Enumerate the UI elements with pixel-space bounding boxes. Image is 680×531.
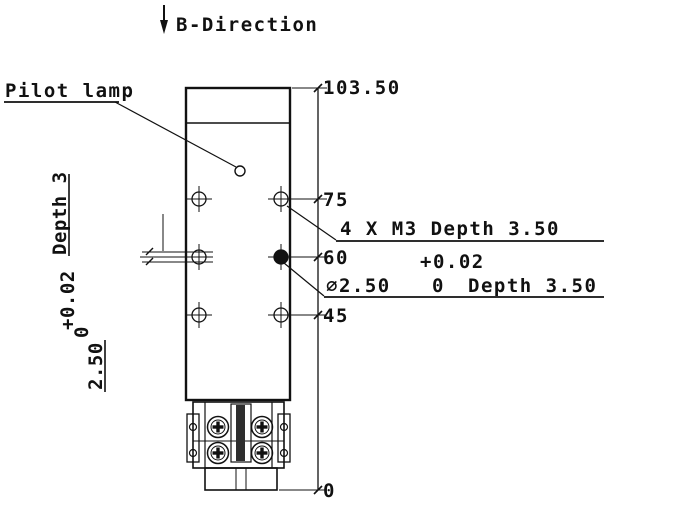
- pilot-lamp-callout: Pilot lamp: [4, 80, 246, 177]
- tick-45: [313, 310, 323, 320]
- side-pin-bottom-left: [188, 448, 198, 458]
- b-direction-label: B-Direction: [176, 14, 318, 36]
- pin-note-tol-plus: +0.02: [420, 251, 485, 273]
- pilot-lamp-leader: [114, 101, 237, 168]
- pilot-lamp-label: Pilot lamp: [5, 80, 134, 102]
- right-dimension-chain: 103.50 75 60 45 0: [279, 77, 401, 502]
- slot-dim-tick-lower: [145, 257, 154, 266]
- hole-top-left: [186, 186, 212, 212]
- pin-note-depth: Depth 3.50: [468, 275, 597, 297]
- m3-note-leader: [286, 205, 337, 241]
- left-depth-label: Depth 3: [49, 171, 71, 255]
- left-dimension-notes: Depth 3 +0.02 0 2.50: [49, 171, 213, 392]
- side-pin-top-left: [188, 422, 198, 432]
- hole-mid-left: [140, 244, 213, 270]
- left-tol-plus-label: +0.02: [57, 270, 79, 330]
- pin-note-diameter: ∅2.50: [326, 275, 391, 297]
- tick-75: [313, 194, 323, 204]
- dim-overall-label: 103.50: [323, 77, 401, 99]
- left-tol-zero-label: 0: [71, 326, 93, 338]
- b-direction-indicator: B-Direction: [160, 5, 318, 36]
- dim-75-label: 75: [323, 189, 349, 211]
- pilot-lamp-hole: [234, 165, 246, 177]
- side-pin-top-right: [279, 422, 289, 432]
- dim-45-label: 45: [323, 305, 349, 327]
- part-body: [184, 86, 292, 402]
- left-dim-250-label: 2.50: [85, 342, 107, 390]
- dim-60-label: 60: [323, 247, 349, 269]
- screw-top-left: [206, 415, 230, 439]
- side-pin-bottom-right: [279, 448, 289, 458]
- tick-60: [313, 252, 323, 262]
- m3-note-label: 4 X M3 Depth 3.50: [340, 218, 560, 240]
- m3-hole-note: 4 X M3 Depth 3.50: [286, 205, 604, 242]
- hole-bottom-left: [186, 302, 212, 328]
- screw-bottom-left: [206, 441, 230, 465]
- mounting-holes: [140, 186, 327, 328]
- pin-hole-note: +0.02 ∅2.50 0 Depth 3.50: [283, 251, 604, 298]
- bottom-plate: [204, 467, 278, 491]
- b-direction-arrowhead-icon: [160, 20, 168, 34]
- gripper-assembly: [186, 401, 291, 491]
- body-outline: [184, 86, 292, 402]
- gripper-ear-left: [186, 413, 200, 463]
- dim-0-label: 0: [323, 480, 336, 502]
- center-channel-fill: [236, 405, 245, 461]
- center-channel: [230, 403, 252, 463]
- screw-bottom-right: [250, 441, 274, 465]
- slot-dim-tick-upper: [145, 247, 154, 256]
- screw-top-right: [250, 415, 274, 439]
- tick-103: [313, 83, 323, 93]
- pin-note-tol-zero: 0: [432, 275, 445, 297]
- gripper-ear-right: [277, 413, 291, 463]
- tick-0: [313, 485, 323, 495]
- pin-note-leader: [283, 262, 325, 297]
